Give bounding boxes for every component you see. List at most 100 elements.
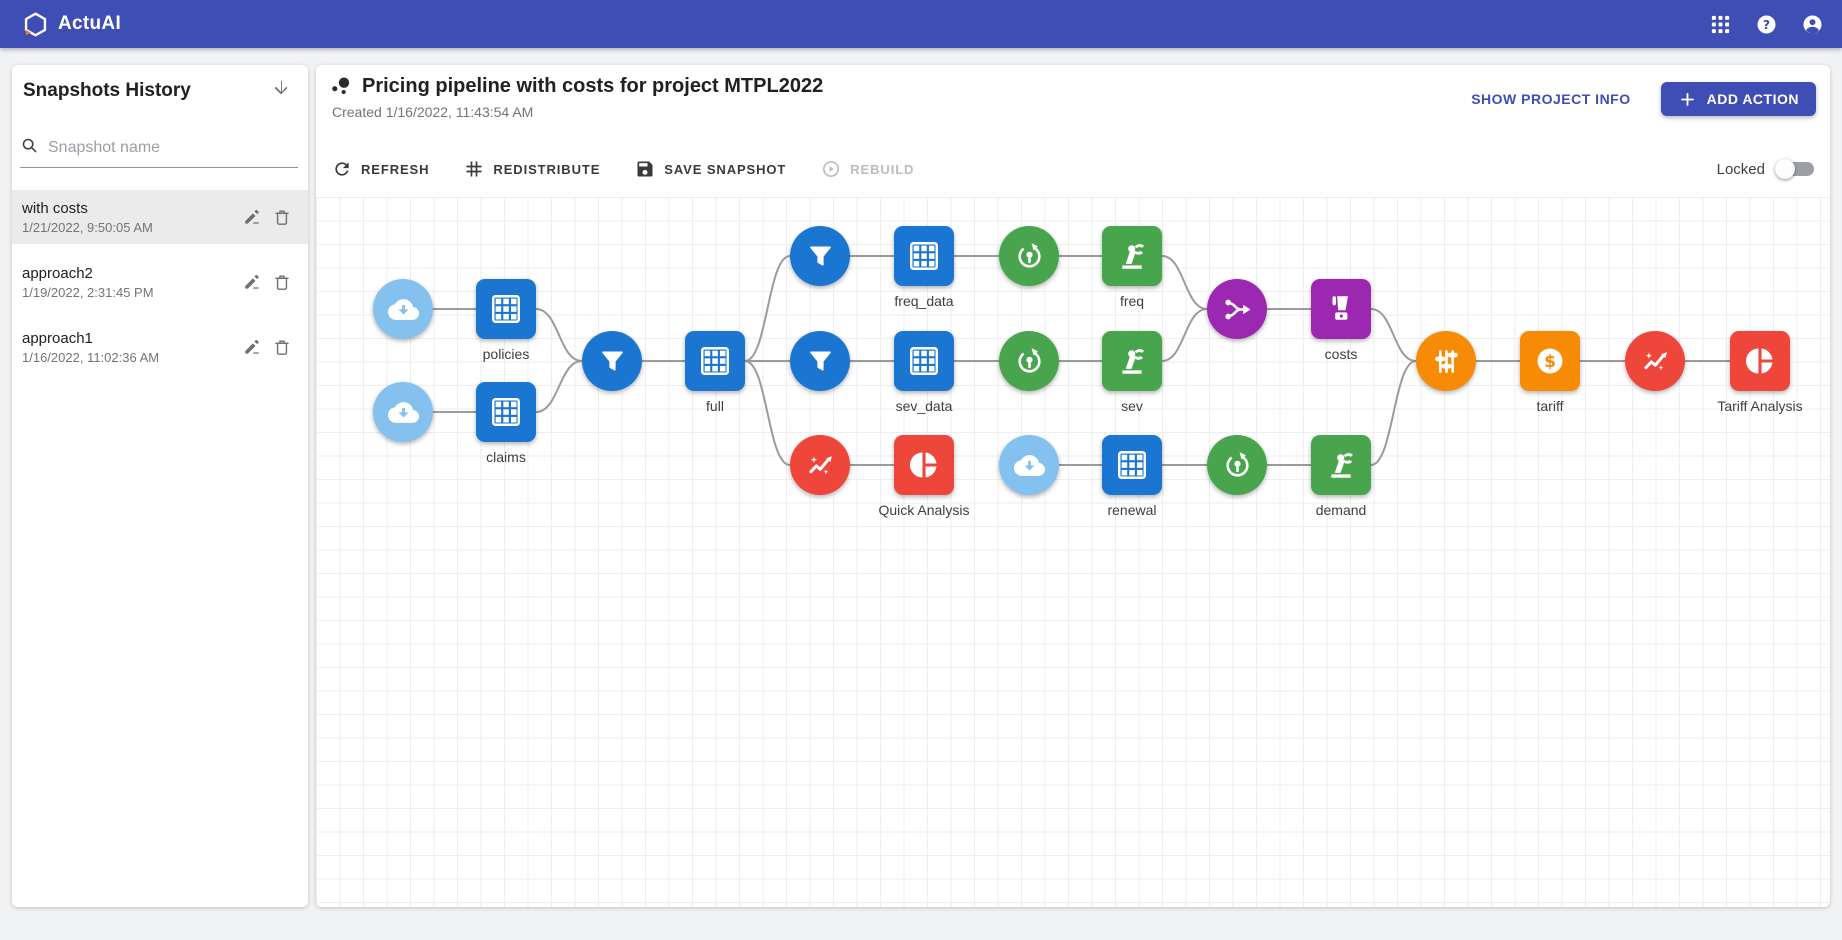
node-full[interactable] (685, 331, 745, 391)
node-analysis-op[interactable] (790, 435, 850, 495)
edit-snapshot-icon[interactable] (242, 337, 262, 357)
snapshot-item[interactable]: approach2 1/19/2022, 2:31:45 PM (12, 255, 308, 309)
play-circle-icon (823, 160, 840, 178)
node-insights-op[interactable] (1625, 331, 1685, 391)
table-icon (907, 239, 941, 273)
node-label: renewal (1107, 502, 1157, 518)
search-icon (20, 136, 39, 160)
snapshot-name: with costs (22, 199, 88, 217)
model-training-icon (1014, 241, 1045, 272)
node-label: full (706, 398, 724, 414)
snapshot-search-input[interactable] (48, 139, 298, 157)
table-icon (907, 344, 941, 378)
pipeline-edge (1161, 308, 1208, 362)
snapshot-item[interactable]: approach1 1/16/2022, 11:02:36 AM (12, 320, 308, 374)
node-source-renewal[interactable] (999, 435, 1059, 495)
insights-icon (805, 450, 836, 481)
plus-icon (1680, 92, 1694, 106)
snapshot-timestamp: 1/16/2022, 11:02:36 AM (22, 349, 160, 365)
node-tune-op[interactable] (1416, 331, 1476, 391)
node-label: Tariff Analysis (1717, 398, 1803, 414)
pipeline-edge (1370, 360, 1417, 466)
node-train-demand[interactable] (1207, 435, 1267, 495)
snapshot-timestamp: 1/21/2022, 9:50:05 AM (22, 219, 153, 235)
show-project-info-button[interactable]: SHOW PROJECT INFO (1471, 91, 1631, 107)
node-policies[interactable] (476, 279, 536, 339)
pipeline-edges (433, 255, 1730, 466)
redistribute-button[interactable]: REDISTRIBUTE (464, 159, 600, 179)
node-freq[interactable] (1102, 226, 1162, 286)
delete-snapshot-icon[interactable] (272, 272, 292, 292)
apps-grid-icon[interactable] (1709, 13, 1732, 36)
rebuild-button[interactable]: REBUILD (821, 159, 914, 179)
app-title: ActuAI (58, 13, 122, 34)
svg-text:?: ? (1763, 16, 1770, 31)
filter-icon (805, 346, 836, 377)
node-train-freq[interactable] (999, 226, 1059, 286)
snapshots-title: Snapshots History (23, 79, 191, 101)
node-demand[interactable] (1311, 435, 1371, 495)
save-snapshot-button[interactable]: SAVE SNAPSHOT (635, 159, 786, 179)
delete-snapshot-icon[interactable] (272, 337, 292, 357)
pipeline-edge (1161, 255, 1208, 310)
account-icon[interactable] (1801, 13, 1824, 36)
pipeline-panel: Pricing pipeline with costs for project … (316, 65, 1830, 907)
node-label: sev (1121, 398, 1143, 414)
snapshot-list: with costs 1/21/2022, 9:50:05 AM approac… (12, 190, 308, 374)
pipeline-edge (1370, 308, 1417, 362)
node-source-policies[interactable] (373, 279, 433, 339)
node-train-sev[interactable] (999, 331, 1059, 391)
app-logo: ActuAI (22, 11, 121, 38)
node-join-filter[interactable] (582, 331, 642, 391)
pipeline-toolbar: REFRESH REDISTRIBUTE SAVE SNAPSHOT REBUI… (332, 159, 1814, 179)
merge-icon (1222, 294, 1253, 325)
pie-icon (1743, 344, 1777, 378)
hexagon-logo-icon (24, 11, 47, 37)
snapshot-name: approach2 (22, 264, 93, 282)
cloud-download-icon (387, 294, 419, 325)
table-icon (489, 292, 523, 326)
node-costs[interactable] (1311, 279, 1371, 339)
node-filter-freq[interactable] (790, 226, 850, 286)
node-label: policies (482, 346, 530, 362)
robot-arm-icon (1115, 239, 1149, 273)
node-label: tariff (1536, 398, 1564, 414)
node-tariff[interactable]: $ (1520, 331, 1580, 391)
node-quick-analysis[interactable] (894, 435, 954, 495)
node-freq-data[interactable] (894, 226, 954, 286)
pie-icon (907, 448, 941, 482)
edit-snapshot-icon[interactable] (242, 272, 262, 292)
node-tariff-analysis[interactable] (1730, 331, 1790, 391)
snapshot-search (20, 136, 298, 168)
snapshot-item[interactable]: with costs 1/21/2022, 9:50:05 AM (12, 190, 308, 244)
pipeline-edge (535, 360, 583, 413)
node-sev[interactable] (1102, 331, 1162, 391)
edit-snapshot-icon[interactable] (242, 207, 262, 227)
node-source-claims[interactable] (373, 382, 433, 442)
collapse-arrow-down-icon[interactable] (270, 77, 292, 104)
node-label: costs (1324, 346, 1358, 362)
save-icon (637, 161, 653, 177)
add-action-button[interactable]: ADD ACTION (1660, 82, 1816, 116)
delete-snapshot-icon[interactable] (272, 207, 292, 227)
node-renewal[interactable] (1102, 435, 1162, 495)
model-training-icon (1222, 450, 1253, 481)
help-icon[interactable]: ? (1755, 13, 1778, 36)
snapshot-name: approach1 (22, 329, 93, 347)
node-merge-op[interactable] (1207, 279, 1267, 339)
node-sev-data[interactable] (894, 331, 954, 391)
table-icon (1115, 448, 1149, 482)
locked-toggle[interactable] (1775, 159, 1814, 179)
model-training-icon (1014, 346, 1045, 377)
node-label: freq_data (894, 293, 954, 309)
pipeline-edge (744, 360, 791, 466)
app-bar: ActuAI ? (0, 0, 1842, 48)
node-filter-sev[interactable] (790, 331, 850, 391)
dollar-icon: $ (1533, 344, 1567, 378)
tune-icon (1431, 346, 1462, 377)
node-claims[interactable] (476, 382, 536, 442)
snapshot-timestamp: 1/19/2022, 2:31:45 PM (22, 284, 154, 300)
refresh-button[interactable]: REFRESH (332, 159, 429, 179)
refresh-icon (335, 162, 349, 176)
